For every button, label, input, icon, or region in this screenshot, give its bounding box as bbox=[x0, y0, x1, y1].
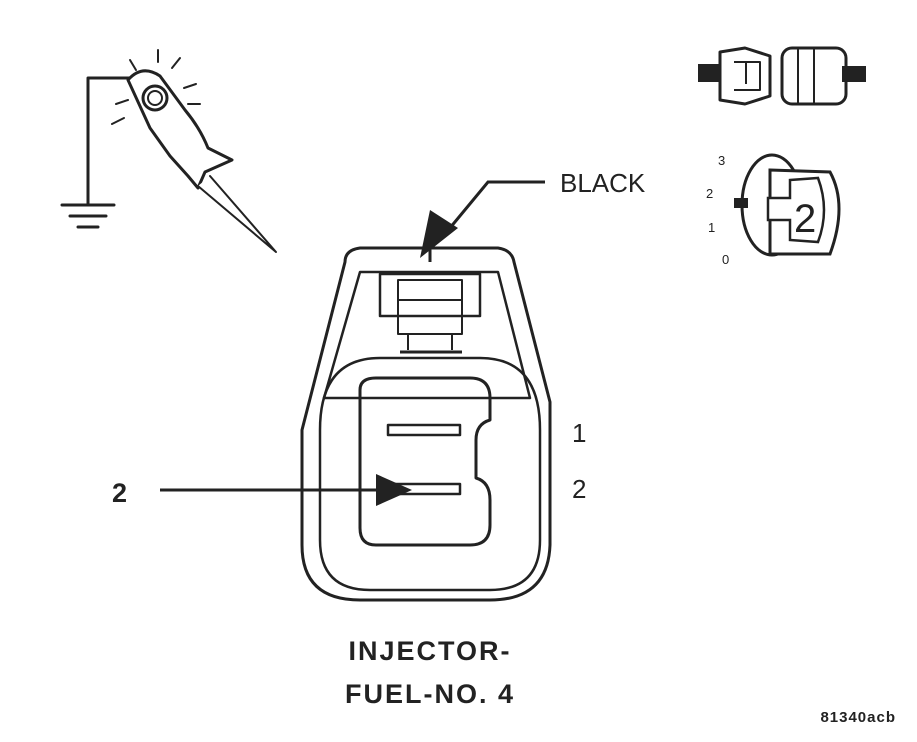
meter-selector-icon: 3 2 1 0 2 bbox=[706, 153, 841, 267]
meter-scale-1: 1 bbox=[708, 220, 715, 235]
meter-scale-3: 3 bbox=[718, 153, 725, 168]
disconnected-connector-icon bbox=[698, 46, 866, 106]
meter-setting-value: 2 bbox=[794, 197, 816, 241]
black-wire-callout: BLACK bbox=[420, 168, 646, 258]
title-line-1: INJECTOR- bbox=[348, 636, 511, 666]
pin-2-callout-label: 2 bbox=[112, 478, 129, 508]
meter-scale-2: 2 bbox=[706, 186, 713, 201]
pin-2-callout-arrow: 2 bbox=[112, 474, 412, 508]
figure-code: 81340acb bbox=[820, 709, 896, 726]
title-line-2: FUEL-NO. 4 bbox=[345, 679, 515, 709]
injector-connector bbox=[300, 246, 552, 602]
pin-1-label: 1 bbox=[572, 418, 586, 448]
pin-2-label: 2 bbox=[572, 474, 586, 504]
test-light-icon bbox=[60, 49, 277, 253]
wire-color-label: BLACK bbox=[560, 168, 646, 198]
meter-scale-0: 0 bbox=[722, 252, 729, 267]
